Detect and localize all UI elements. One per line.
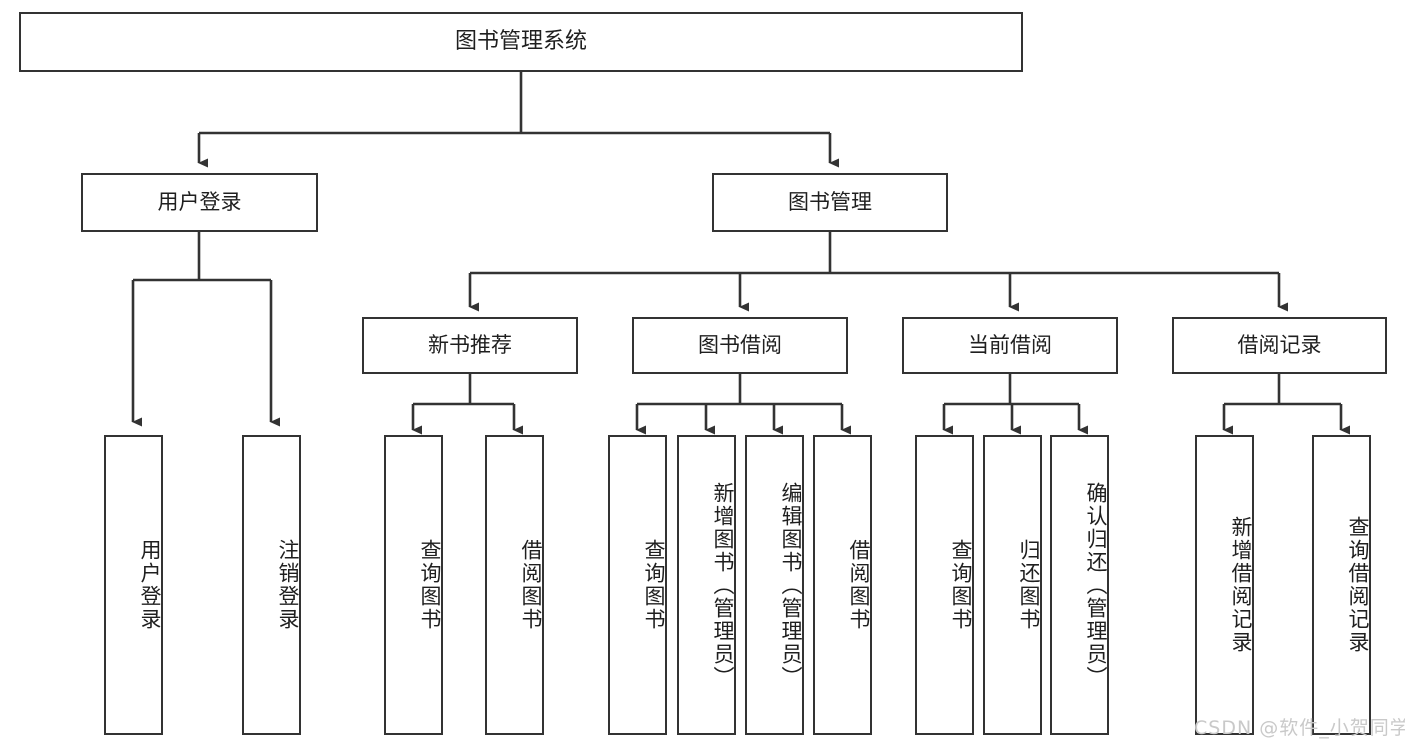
leaf-query-book-3[interactable]: 查询图书	[915, 435, 974, 735]
node-user-login[interactable]: 用户登录	[81, 173, 318, 232]
leaf-user-login[interactable]: 用户登录	[104, 435, 163, 735]
leaf-query-book-2-label: 查询图书	[642, 539, 666, 631]
node-borrow-record-label: 借阅记录	[1237, 332, 1322, 357]
leaf-query-book-1[interactable]: 查询图书	[384, 435, 443, 735]
node-user-login-label: 用户登录	[157, 189, 242, 214]
leaf-confirm-return[interactable]: 确认归还（管理员）	[1050, 435, 1109, 735]
csdn-watermark: CSDN @软件_小贺同学	[1194, 717, 1405, 739]
leaf-query-borrow-record[interactable]: 查询借阅记录	[1312, 435, 1371, 735]
node-root-label: 图书管理系统	[454, 28, 587, 54]
leaf-add-book-label: 新增图书（管理员）	[711, 481, 735, 689]
node-current-borrow[interactable]: 当前借阅	[902, 317, 1118, 374]
node-current-borrow-label: 当前借阅	[968, 332, 1052, 357]
leaf-query-borrow-record-label: 查询借阅记录	[1346, 516, 1370, 654]
leaf-borrow-book-1-label: 借阅图书	[519, 539, 543, 631]
node-book-borrow-label: 图书借阅	[698, 332, 782, 357]
leaf-query-book-1-label: 查询图书	[418, 539, 442, 631]
leaf-logout-login-label: 注销登录	[276, 539, 300, 631]
leaf-borrow-book-2[interactable]: 借阅图书	[813, 435, 872, 735]
leaf-return-book[interactable]: 归还图书	[983, 435, 1042, 735]
leaf-confirm-return-label: 确认归还（管理员）	[1084, 481, 1108, 689]
node-book-management[interactable]: 图书管理	[712, 173, 948, 232]
leaf-user-login-label: 用户登录	[138, 539, 162, 631]
leaf-add-book[interactable]: 新增图书（管理员）	[677, 435, 736, 735]
leaf-add-borrow-record[interactable]: 新增借阅记录	[1195, 435, 1254, 735]
leaf-query-book-2[interactable]: 查询图书	[608, 435, 667, 735]
node-root-system[interactable]: 图书管理系统	[19, 12, 1023, 72]
leaf-logout-login[interactable]: 注销登录	[242, 435, 301, 735]
node-new-book-recommend-label: 新书推荐	[428, 332, 512, 357]
leaf-add-borrow-record-label: 新增借阅记录	[1229, 516, 1253, 654]
leaf-borrow-book-1[interactable]: 借阅图书	[485, 435, 544, 735]
node-book-borrow[interactable]: 图书借阅	[632, 317, 848, 374]
leaf-edit-book[interactable]: 编辑图书（管理员）	[745, 435, 804, 735]
node-new-book-recommend[interactable]: 新书推荐	[362, 317, 578, 374]
node-book-management-label: 图书管理	[788, 189, 872, 214]
leaf-borrow-book-2-label: 借阅图书	[847, 539, 871, 631]
node-borrow-record[interactable]: 借阅记录	[1172, 317, 1387, 374]
leaf-edit-book-label: 编辑图书（管理员）	[779, 481, 803, 689]
leaf-query-book-3-label: 查询图书	[949, 539, 973, 631]
leaf-return-book-label: 归还图书	[1017, 539, 1041, 631]
